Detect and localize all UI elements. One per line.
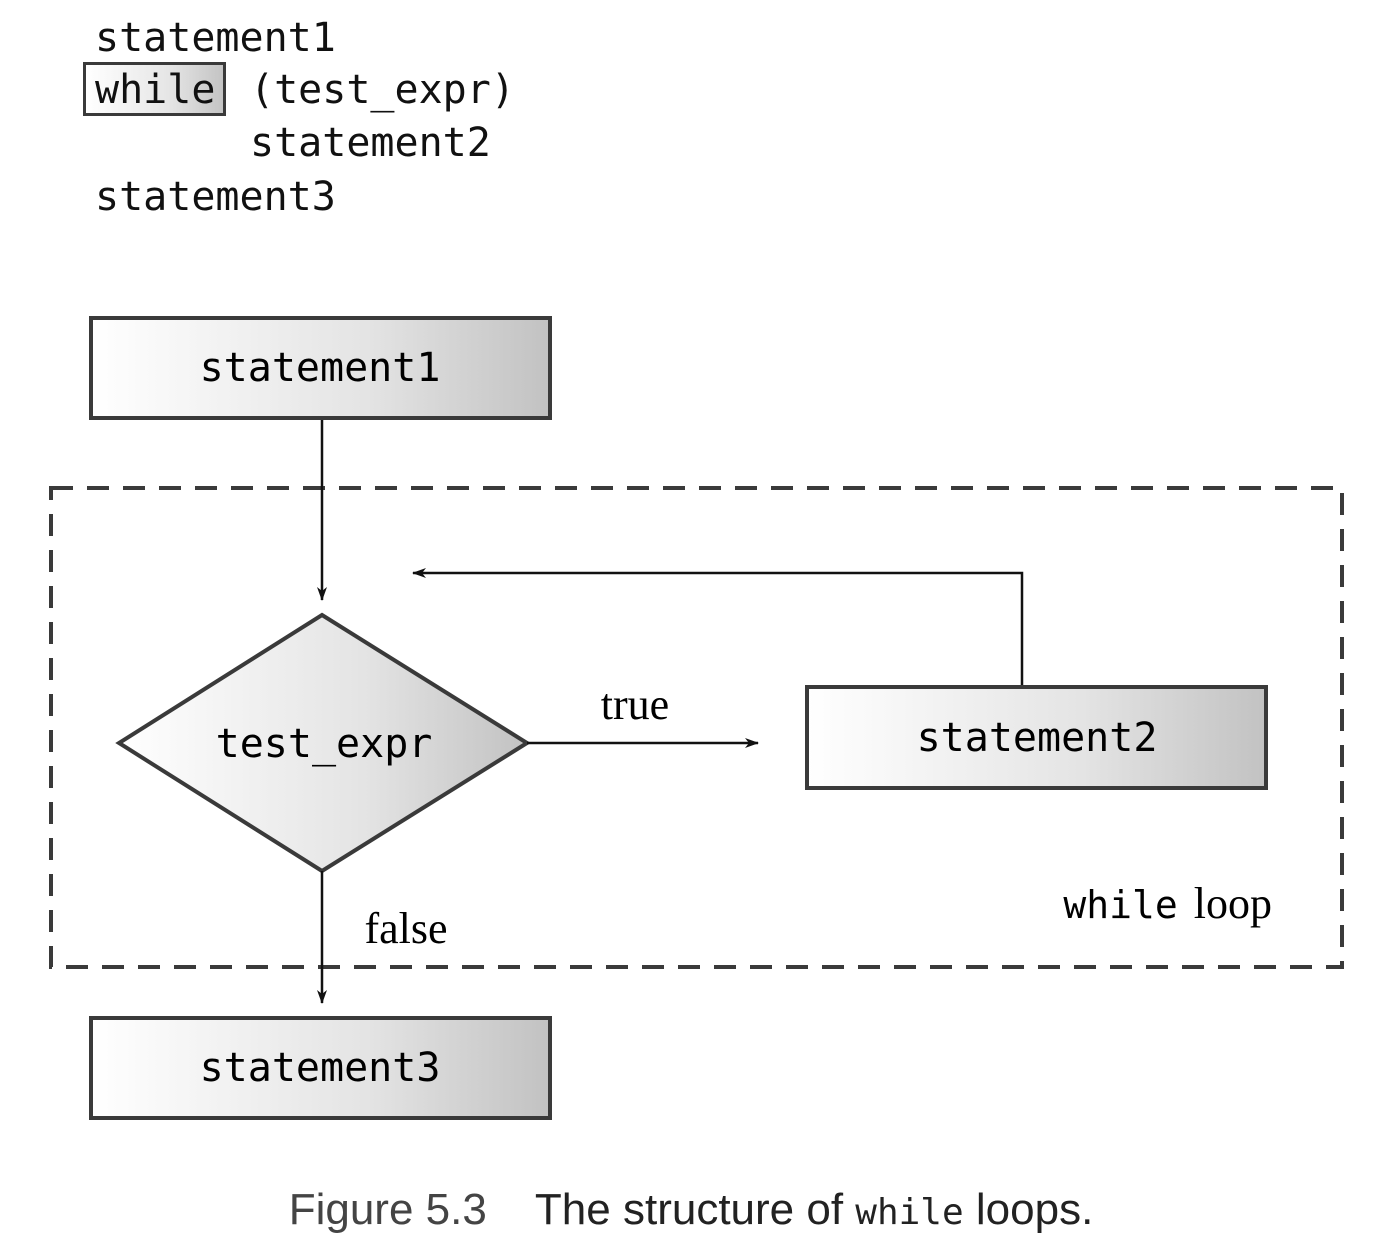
while-loop-region	[49, 486, 1344, 969]
code-line-statement3: statement3	[95, 174, 336, 220]
test-expr-node-label: test_expr	[216, 721, 433, 767]
while-loop-label-keyword: while	[1063, 883, 1177, 927]
caption-code-word: while	[855, 1192, 964, 1233]
code-while-keyword: while	[95, 67, 216, 113]
while-keyword-highlight	[83, 62, 226, 116]
figure-caption: Figure 5.3 The structure of while loops.	[0, 1180, 1382, 1243]
code-line-statement1: statement1	[95, 15, 336, 61]
test-expr-node: test_expr	[115, 612, 531, 874]
statement2-node-label: statement2	[917, 715, 1158, 761]
arrow-loop-back	[412, 568, 1024, 685]
code-line-statement2: statement2	[250, 120, 491, 166]
true-label: true	[601, 680, 669, 729]
figure-number: Figure 5.3	[288, 1185, 487, 1234]
statement2-node: statement2	[805, 685, 1268, 790]
false-label: false	[364, 904, 447, 953]
code-condition: (test_expr)	[250, 67, 515, 113]
statement1-node-label: statement1	[200, 345, 441, 391]
statement3-node: statement3	[89, 1016, 552, 1120]
while-loop-label-suffix: loop	[1194, 879, 1272, 928]
code-listing: statement1 while (test_expr) statement2 …	[0, 0, 700, 240]
while-loop-label: while loop	[1063, 879, 1272, 928]
statement1-node: statement1	[89, 316, 552, 420]
statement3-node-label: statement3	[200, 1045, 441, 1091]
caption-text-after: loops.	[963, 1185, 1094, 1234]
caption-text-before: The structure of	[534, 1185, 856, 1234]
